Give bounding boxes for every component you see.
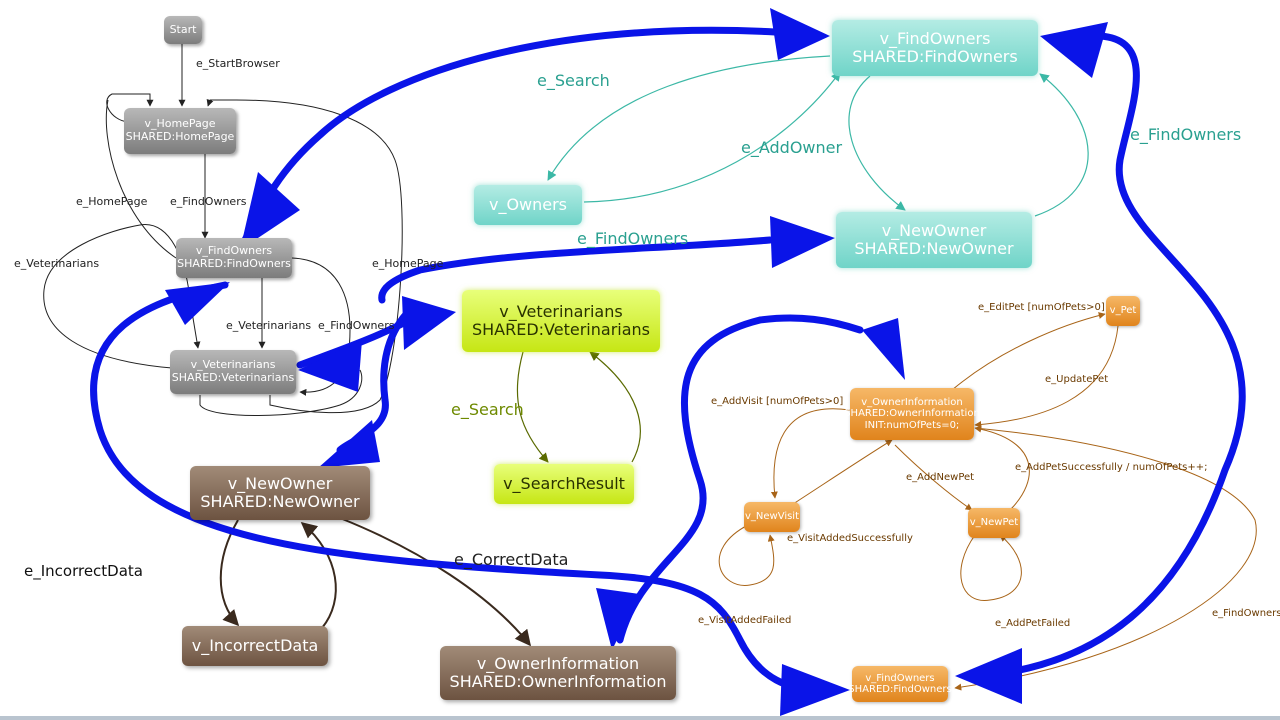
blue-arrowheads [165,8,1108,716]
edge-label-add-new-pet: e_AddNewPet [906,472,975,483]
node-findowners-orange-shared: SHARED:FindOwners [848,684,952,695]
edge-label-correct-data: e_CorrectData [454,550,569,569]
edge-label-add-pet-success: e_AddPetSuccessfully / numOfPets++; [1015,462,1208,473]
cyan-edges [547,55,1089,217]
edge-label-visit-added: e_VisitAddedSuccessfully [787,533,913,544]
node-searchresult-name: v_SearchResult [503,473,625,493]
node-owners-cyan[interactable]: v_Owners [474,185,582,225]
edge-label-add-visit: e_AddVisit [numOfPets>0] [711,396,844,407]
edge-label-update-pet: e_UpdatePet [1045,374,1109,385]
edge-label-start-browser: e_StartBrowser [196,57,280,70]
edge-label-add-pet-failed: e_AddPetFailed [995,618,1071,629]
node-findowners-orange-name: v_FindOwners [865,672,935,684]
node-homepage-name: v_HomePage [144,117,216,131]
node-ownerinformation-brown-name: v_OwnerInformation [476,653,640,673]
node-ownerinformation-brown-shared: SHARED:OwnerInformation [449,672,667,691]
edge-label-veterinarians-left: e_Veterinarians [14,257,100,270]
node-veterinarians-gray-shared: SHARED:Veterinarians [171,371,295,384]
node-ownerinformation-orange-shared: SHARED:OwnerInformation [844,408,980,420]
node-newpet-name: v_NewPet [969,517,1019,529]
node-ownerinformation-orange-name: v_OwnerInformation [861,396,963,408]
node-newowner-cyan-shared: SHARED:NewOwner [854,239,1014,258]
lime-edges [516,351,641,463]
node-newpet[interactable]: v_NewPet [968,508,1020,538]
node-findowners-gray-name: v_FindOwners [195,244,273,258]
node-pet[interactable]: v_Pet [1106,296,1140,326]
node-newowner-brown-name: v_NewOwner [227,473,333,493]
edge-label-edit-pet: e_EditPet [numOfPets>0] [978,302,1105,313]
edge-label-incorrect-data: e_IncorrectData [24,562,143,580]
node-veterinarians-lime-name: v_Veterinarians [499,301,623,321]
bottom-bar [0,716,1280,720]
node-veterinarians-lime-shared: SHARED:Veterinarians [471,320,650,339]
edge-label-findowners-right: e_FindOwners [1130,125,1242,144]
node-start[interactable]: Start [164,16,202,44]
node-findowners-gray-shared: SHARED:FindOwners [177,257,291,270]
node-start-label: Start [169,22,197,36]
edge-label-search-lime: e_Search [451,400,524,419]
edge-label-homepage-right: e_HomePage [372,257,444,270]
node-veterinarians-gray-name: v_Veterinarians [190,358,276,372]
node-newowner-cyan-name: v_NewOwner [881,220,987,240]
gray-edges [43,44,403,416]
node-findowners-cyan-name: v_FindOwners [879,28,991,48]
node-pet-name: v_Pet [1109,305,1137,317]
node-incorrectdata-name: v_IncorrectData [191,635,319,655]
edge-label-findowners-gray: e_FindOwners [170,195,247,208]
node-newvisit[interactable]: v_NewVisit [744,502,800,532]
node-newowner-brown-shared: SHARED:NewOwner [200,492,360,511]
edge-label-homepage-left: e_HomePage [76,195,148,208]
node-searchresult[interactable]: v_SearchResult [494,464,634,504]
edge-label-findowners-top: e_FindOwners [577,229,689,248]
edge-label-veterinarians-mid: e_Veterinarians [226,319,312,332]
edge-label-findowners-orange: e_FindOwners [1212,608,1280,619]
edge-label-addowner: e_AddOwner [741,138,843,157]
node-incorrectdata[interactable]: v_IncorrectData [182,626,328,666]
node-newvisit-name: v_NewVisit [744,511,800,523]
node-ownerinformation-orange-init: INIT:numOfPets=0; [864,419,960,431]
node-owners-cyan-name: v_Owners [488,194,568,214]
orange-edges [718,312,1257,691]
node-homepage-shared: SHARED:HomePage [125,130,235,143]
edge-label-search-cyan: e_Search [537,71,610,90]
node-findowners-cyan-shared: SHARED:FindOwners [852,47,1018,66]
edge-label-visit-failed: e_VisitAddedFailed [698,615,792,626]
edge-label-findowners-gray2: e_FindOwners [318,319,395,332]
